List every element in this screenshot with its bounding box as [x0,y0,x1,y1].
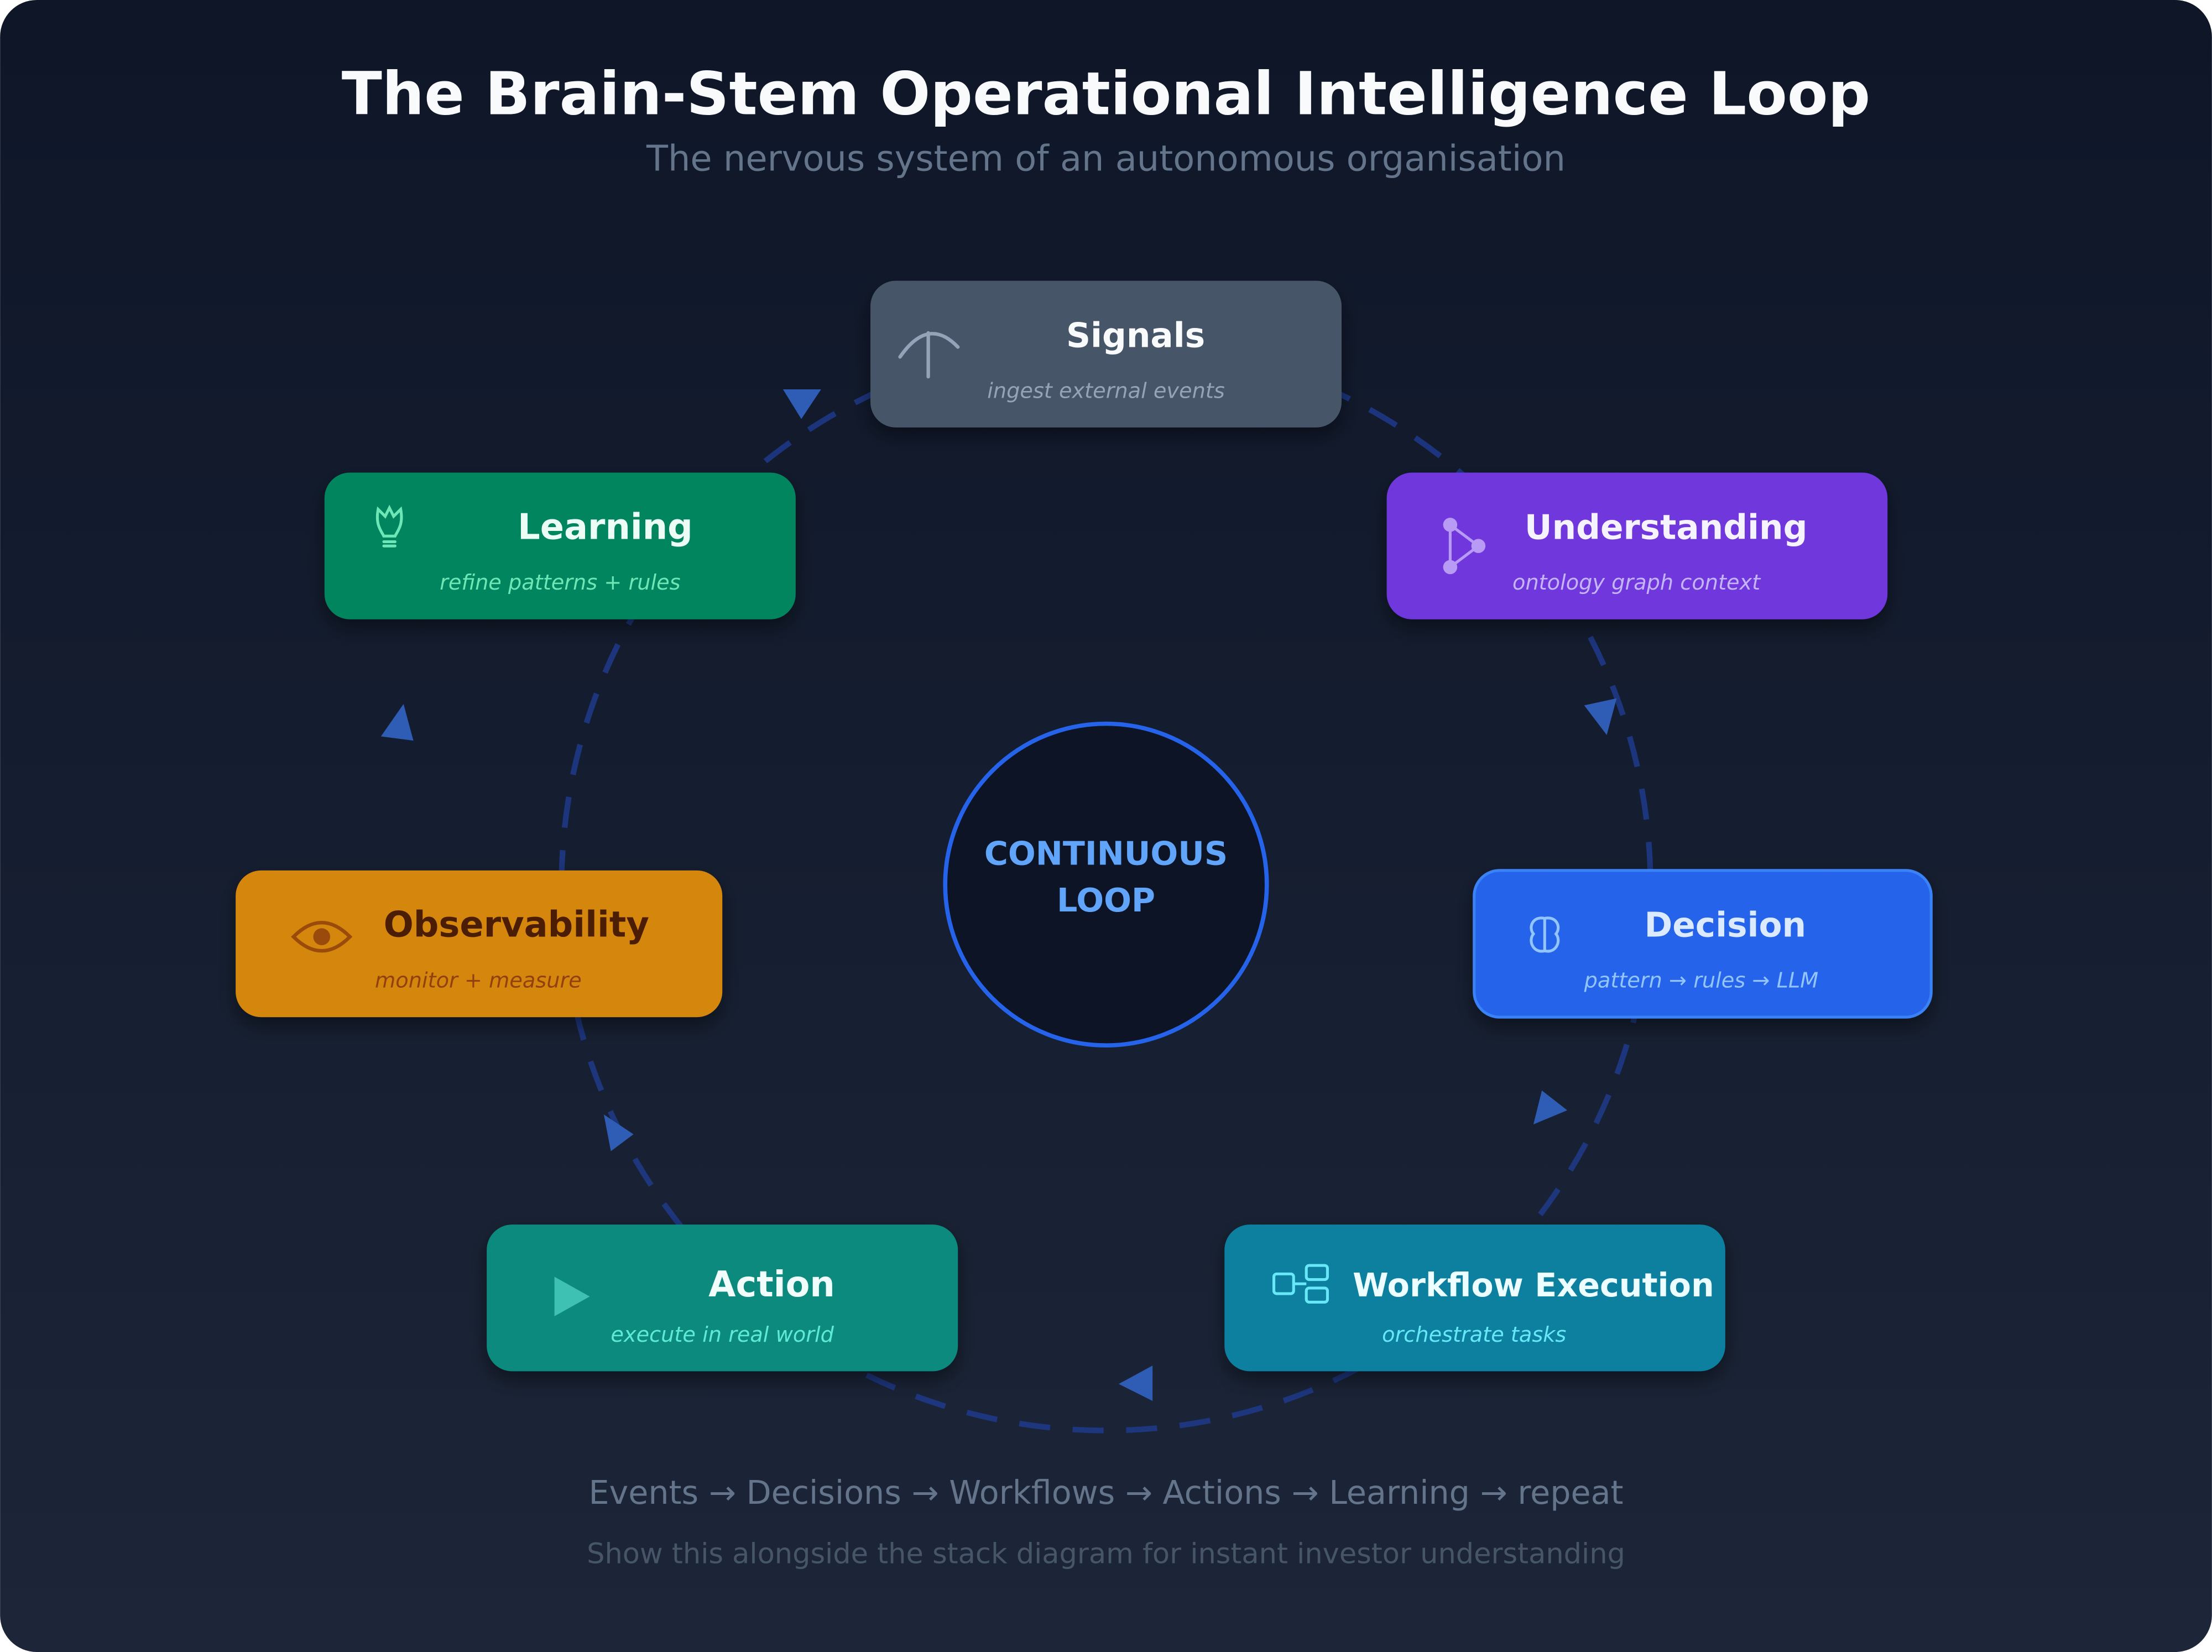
node-learning[interactable]: Learning refine patterns + rules [324,472,796,619]
node-subtitle: refine patterns + rules [440,570,681,595]
node-subtitle: pattern → rules → LLM [1584,968,1819,993]
node-workflow-execution[interactable]: Workflow Execution orchestrate tasks [1224,1224,1725,1372]
flow-arrow [1118,1366,1153,1401]
node-subtitle: ingest external events [987,378,1225,403]
node-understanding[interactable]: Understanding ontology graph context [1386,472,1888,619]
workflow-icon [1272,1264,1329,1304]
node-title: Learning [518,507,693,548]
node-title: Observability [384,905,649,946]
flow-arrow [380,703,414,741]
node-signals[interactable]: Signals ingest external events [870,280,1342,428]
node-subtitle: orchestrate tasks [1382,1322,1566,1347]
flow-arrow [782,389,821,419]
page-subtitle: The nervous system of an autonomous orga… [646,139,1566,180]
node-decision[interactable]: Decision pattern → rules → LLM [1473,869,1933,1019]
node-title: Action [708,1264,835,1305]
node-title: Workflow Execution [1353,1267,1714,1304]
node-action[interactable]: Action execute in real world [487,1224,958,1372]
flow-arrow [603,1114,634,1151]
graph-icon [1443,518,1486,575]
page-title: The Brain-Stem Operational Intelligence … [342,60,1870,129]
node-subtitle: ontology graph context [1512,570,1761,595]
flow-arrow [1533,1090,1568,1124]
node-subtitle: execute in real world [611,1322,834,1347]
center-label-line1: CONTINUOUS [984,835,1228,873]
play-icon [554,1276,590,1316]
center-label-line2: LOOP [1057,882,1155,919]
flow-arrow [1584,698,1617,735]
node-observability[interactable]: Observability monitor + measure [236,870,723,1018]
flow-summary: Events → Decisions → Workflows → Actions… [588,1474,1623,1512]
node-title: Decision [1645,906,1807,945]
center-loop-badge: CONTINUOUS LOOP [943,721,1269,1048]
antenna-icon [898,331,960,379]
brain-icon [1530,916,1560,953]
node-title: Signals [1066,316,1205,355]
node-title: Understanding [1525,508,1808,547]
lightbulb-icon [375,504,403,548]
footer-note: Show this alongside the stack diagram fo… [587,1538,1625,1570]
eye-icon [291,921,353,953]
node-subtitle: monitor + measure [375,968,582,993]
